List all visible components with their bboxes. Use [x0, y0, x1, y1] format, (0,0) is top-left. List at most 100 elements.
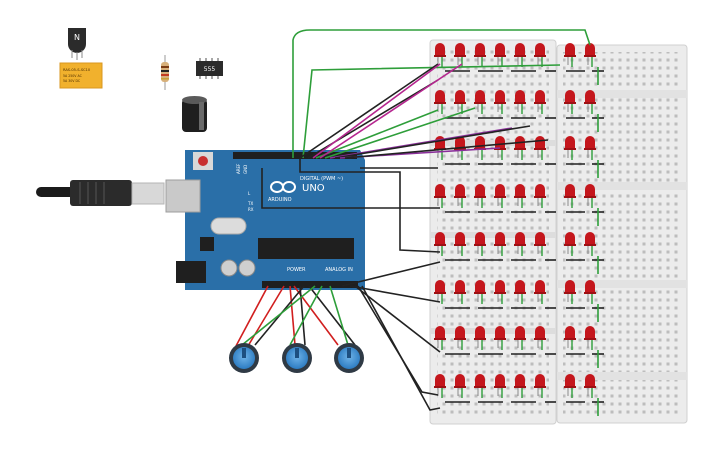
led[interactable] [534, 90, 546, 114]
led[interactable] [494, 326, 506, 350]
led[interactable] [454, 43, 466, 67]
resistor[interactable] [161, 55, 169, 90]
led[interactable] [514, 326, 526, 350]
led[interactable] [564, 43, 576, 67]
led[interactable] [584, 136, 596, 160]
led[interactable] [514, 184, 526, 208]
led[interactable] [474, 374, 486, 398]
relay[interactable]: RAS-05-S-SC10 5A 250V AC 5A 30V DC [59, 62, 103, 89]
reset-button[interactable] [198, 156, 208, 166]
tx-label: TX [247, 201, 253, 206]
led[interactable] [474, 280, 486, 304]
potentiometer-1[interactable] [229, 343, 259, 373]
led[interactable] [474, 43, 486, 67]
led[interactable] [454, 374, 466, 398]
led[interactable] [584, 232, 596, 256]
led[interactable] [434, 374, 446, 398]
led[interactable] [534, 280, 546, 304]
green-wire[interactable] [315, 109, 439, 159]
led[interactable] [454, 280, 466, 304]
led[interactable] [494, 280, 506, 304]
led[interactable] [564, 326, 576, 350]
usb-cable[interactable] [36, 180, 165, 206]
led[interactable] [514, 232, 526, 256]
breadboard-2[interactable] [556, 44, 688, 424]
black-wire[interactable] [341, 261, 441, 287]
black-wire[interactable] [299, 63, 439, 159]
led[interactable] [494, 184, 506, 208]
green-wire[interactable] [241, 285, 316, 346]
led[interactable] [564, 184, 576, 208]
led[interactable] [534, 184, 546, 208]
magenta-wire[interactable] [319, 63, 463, 159]
black-wire[interactable] [349, 285, 441, 303]
led[interactable] [514, 374, 526, 398]
led[interactable] [494, 43, 506, 67]
led[interactable] [534, 136, 546, 160]
led[interactable] [564, 232, 576, 256]
led[interactable] [564, 374, 576, 398]
magenta-wire[interactable] [312, 63, 441, 159]
led[interactable] [454, 136, 466, 160]
black-wire[interactable] [299, 285, 306, 346]
led[interactable] [534, 232, 546, 256]
led[interactable] [584, 326, 596, 350]
black-wire[interactable] [361, 285, 441, 411]
black-wire[interactable] [354, 285, 441, 353]
led[interactable] [434, 90, 446, 114]
timer-555-chip[interactable]: 555 [196, 58, 223, 79]
led[interactable] [454, 326, 466, 350]
led[interactable] [434, 326, 446, 350]
green-wire[interactable] [289, 285, 323, 346]
led[interactable] [434, 280, 446, 304]
led[interactable] [534, 374, 546, 398]
led[interactable] [564, 280, 576, 304]
led[interactable] [474, 326, 486, 350]
black-wire[interactable] [334, 125, 531, 159]
ground-rail-wires [445, 67, 604, 416]
black-wire[interactable] [344, 139, 549, 159]
black-wire[interactable] [299, 158, 441, 253]
led[interactable] [584, 374, 596, 398]
led[interactable] [454, 184, 466, 208]
led[interactable] [584, 43, 596, 67]
led[interactable] [564, 136, 576, 160]
potentiometer-3[interactable] [334, 343, 364, 373]
led[interactable] [584, 280, 596, 304]
red-wire[interactable] [289, 285, 296, 346]
green-wire[interactable] [329, 285, 349, 346]
led[interactable] [494, 374, 506, 398]
arduino-uno-board[interactable]: AREF GND TX RX L DIGITAL (PWM ~) UNO ARD… [165, 150, 365, 290]
digital-header[interactable] [233, 152, 357, 159]
led[interactable] [474, 232, 486, 256]
led[interactable] [584, 90, 596, 114]
green-wire[interactable] [292, 29, 591, 158]
l-label: L [248, 191, 251, 196]
black-wire[interactable] [261, 168, 440, 209]
led[interactable] [584, 184, 596, 208]
led[interactable] [434, 43, 446, 67]
led[interactable] [564, 90, 576, 114]
green-wire[interactable] [302, 64, 561, 159]
relay-label-1: RAS-05-S-SC10 [63, 68, 91, 72]
gnd-label: GND [243, 165, 248, 174]
led[interactable] [474, 90, 486, 114]
led[interactable] [514, 90, 526, 114]
led[interactable] [434, 184, 446, 208]
electrolytic-capacitor[interactable] [182, 96, 207, 132]
aref-label: AREF [236, 163, 241, 174]
black-wire[interactable] [357, 285, 439, 396]
power-analog-header[interactable] [262, 281, 358, 288]
led[interactable] [534, 326, 546, 350]
purple-wire[interactable] [329, 127, 513, 159]
red-wire[interactable] [235, 285, 269, 347]
green-wire[interactable] [324, 107, 476, 159]
potentiometer-2[interactable] [282, 343, 312, 373]
led[interactable] [494, 232, 506, 256]
transistor-label: N [74, 33, 80, 42]
npn-transistor[interactable]: N [68, 28, 86, 60]
led[interactable] [474, 184, 486, 208]
led[interactable] [514, 280, 526, 304]
led[interactable] [454, 232, 466, 256]
led[interactable] [494, 90, 506, 114]
